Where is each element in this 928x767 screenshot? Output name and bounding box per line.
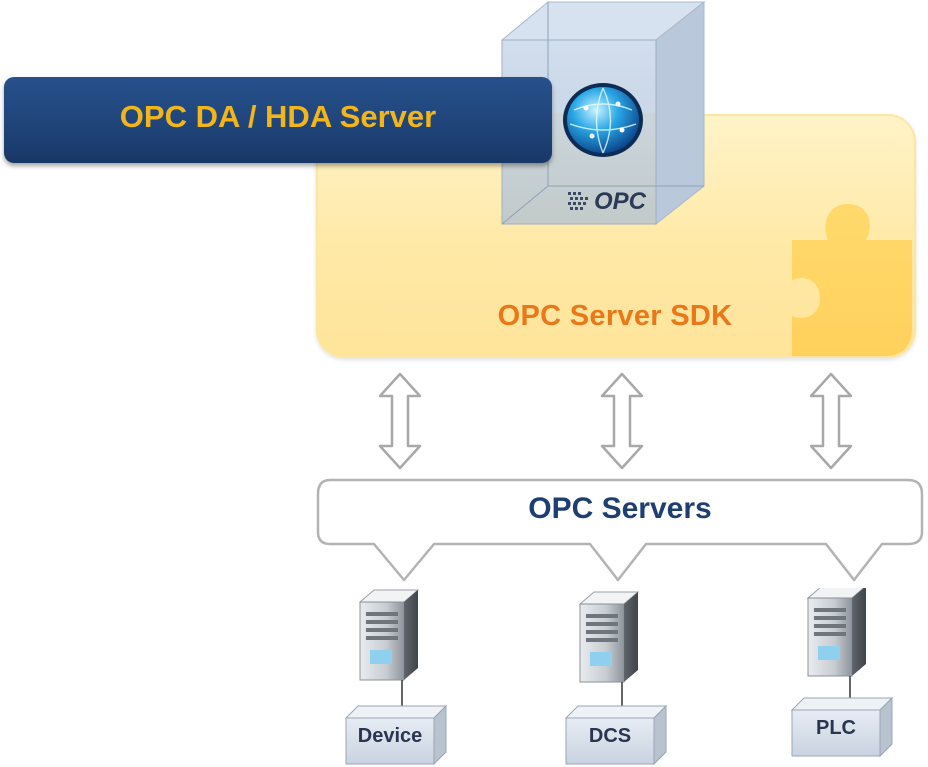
connection-arrows	[378, 372, 853, 470]
opc-da-hda-server-label: OPC DA / HDA Server	[119, 99, 437, 134]
double-arrow-icon	[378, 372, 422, 470]
puzzle-piece-icon	[792, 204, 912, 356]
device-label-plc: PLC	[816, 717, 856, 739]
server-tower-icon	[358, 589, 420, 681]
opc-logo-text: OPC	[594, 188, 647, 215]
opc-logo: OPC	[566, 186, 654, 218]
globe-icon	[563, 83, 643, 157]
double-arrow-icon	[600, 372, 644, 470]
device-label-dcs: DCS	[588, 725, 632, 747]
double-arrow-icon	[809, 372, 853, 470]
device-box-icon	[344, 704, 448, 766]
server-tower-icon	[578, 591, 640, 683]
opc-logo-pattern-icon	[568, 192, 588, 210]
device-label-device: Device	[357, 725, 423, 747]
sdk-label: OPC Server SDK	[497, 300, 733, 332]
opc-servers-box	[316, 478, 924, 582]
device-box-icon	[564, 704, 668, 766]
opc-da-hda-server-banner	[4, 77, 552, 163]
device-box-icon	[790, 696, 894, 758]
server-tower-icon	[806, 588, 866, 677]
hardware-layer	[344, 588, 894, 766]
opc-servers-label: OPC Servers	[528, 492, 712, 525]
